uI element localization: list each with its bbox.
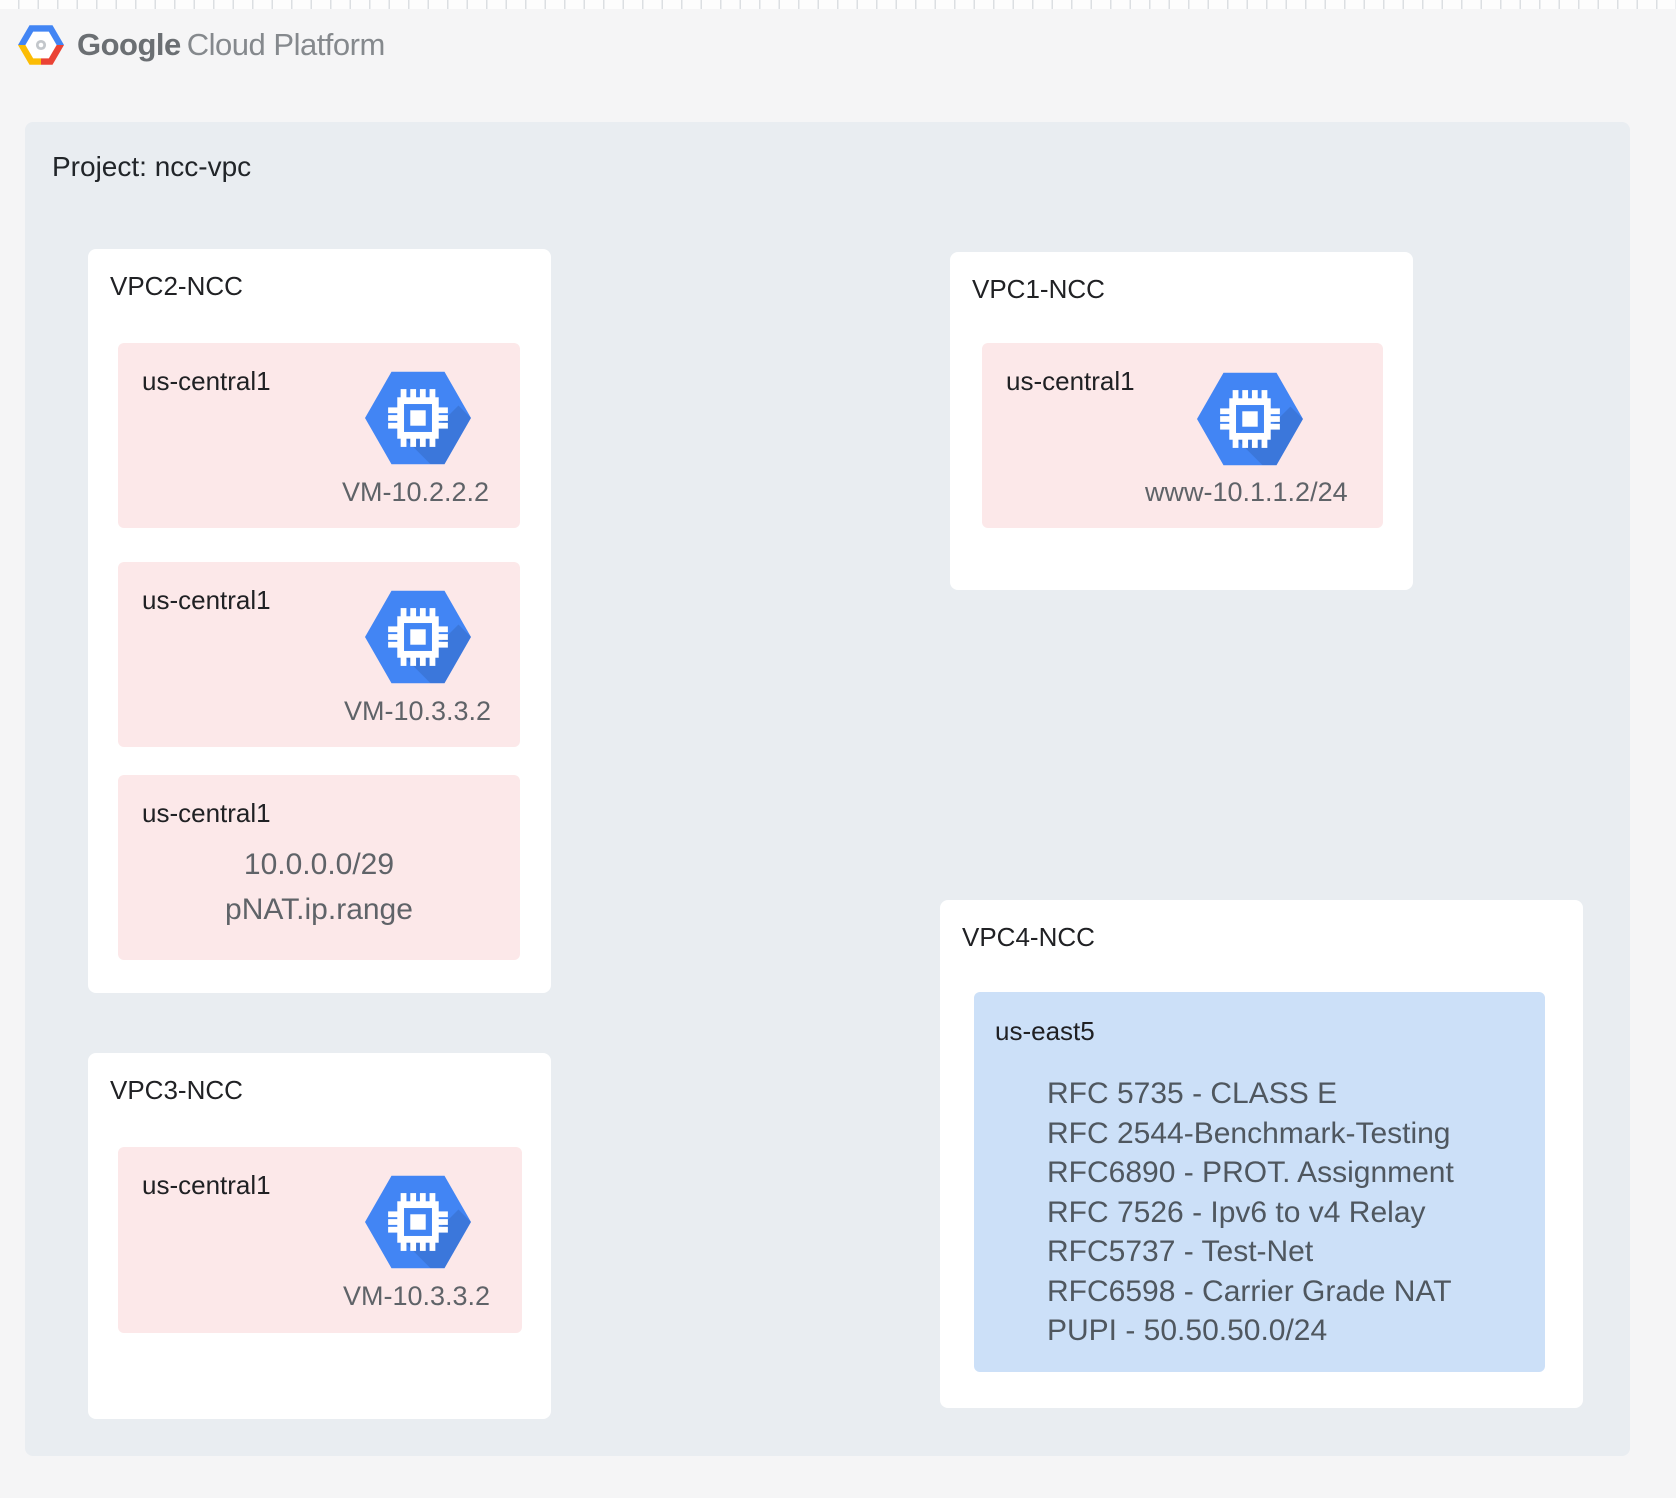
vpc-card-vpc1-ncc: VPC1-NCC us-central1 www-10.1.1.2/24	[950, 252, 1413, 590]
subnet-box: us-central1 www-10.1.1.2/24	[982, 343, 1383, 528]
compute-engine-icon	[365, 590, 471, 684]
brand-cloud-platform: Cloud Platform	[186, 27, 386, 62]
region-label: us-east5	[995, 1016, 1095, 1046]
project-container: Project: ncc-vpc VPC2-NCC us-central1 VM…	[25, 122, 1630, 1456]
gcp-hexagon-logo-icon	[18, 25, 64, 65]
ip-range-text: 10.0.0.0/29 pNAT.ip.range	[118, 842, 520, 932]
ip-range-line: 10.0.0.0/29	[243, 848, 395, 881]
ip-range-line: pNAT.ip.range	[225, 893, 413, 926]
compute-engine-icon	[365, 1175, 471, 1269]
rfc-range-line: PUPI - 50.50.50.0/24	[1047, 1314, 1328, 1347]
vm-label: VM-10.3.3.2	[343, 1281, 491, 1311]
subnet-box-rfc-ranges: us-east5 RFC 5735 - CLASS E RFC 2544-Ben…	[974, 992, 1545, 1372]
region-label: us-central1	[1006, 366, 1135, 396]
rfc-range-line: RFC5737 - Test-Net	[1047, 1235, 1314, 1268]
rfc-range-list: RFC 5735 - CLASS E RFC 2544-Benchmark-Te…	[1047, 1074, 1454, 1351]
vm-label: VM-10.3.3.2	[344, 696, 492, 726]
region-label: us-central1	[142, 585, 271, 615]
region-label: us-central1	[142, 1170, 271, 1200]
canvas-grid	[0, 0, 1676, 9]
vpc-card-vpc3-ncc: VPC3-NCC us-central1 VM-10.3.3.2	[88, 1053, 551, 1419]
region-label: us-central1	[142, 366, 271, 396]
rfc-range-line: RFC 5735 - CLASS E	[1047, 1077, 1338, 1110]
region-label: us-central1	[142, 798, 271, 828]
rfc-range-line: RFC 2544-Benchmark-Testing	[1047, 1116, 1451, 1150]
subnet-box: us-central1 VM-10.2.2.2	[118, 343, 520, 528]
vm-label: www-10.1.1.2/24	[1145, 477, 1348, 507]
compute-engine-icon	[1197, 372, 1303, 466]
vpc-title: VPC3-NCC	[110, 1075, 243, 1105]
vpc-title: VPC1-NCC	[972, 274, 1105, 304]
subnet-box: us-central1 VM-10.3.3.2	[118, 1147, 522, 1333]
brand-google: Google	[77, 27, 181, 62]
subnet-box: us-central1 VM-10.3.3.2	[118, 562, 520, 747]
vpc-title: VPC2-NCC	[110, 271, 243, 301]
vpc-title: VPC4-NCC	[962, 922, 1095, 952]
vpc-card-vpc4-ncc: VPC4-NCC us-east5 RFC 5735 - CLASS E RFC…	[940, 900, 1583, 1408]
project-label: Project: ncc-vpc	[52, 151, 252, 182]
rfc-range-line: RFC6598 - Carrier Grade NAT	[1047, 1274, 1452, 1308]
rfc-range-line: RFC6890 - PROT. Assignment	[1047, 1156, 1454, 1189]
subnet-box-pnat-range: us-central1 10.0.0.0/29 pNAT.ip.range	[118, 775, 520, 960]
vm-label: VM-10.2.2.2	[342, 477, 490, 507]
vpc-card-vpc2-ncc: VPC2-NCC us-central1 VM-10.2.2.2 us-cent…	[88, 249, 551, 993]
compute-engine-icon	[365, 371, 471, 465]
rfc-range-line: RFC 7526 - Ipv6 to v4 Relay	[1047, 1195, 1426, 1229]
